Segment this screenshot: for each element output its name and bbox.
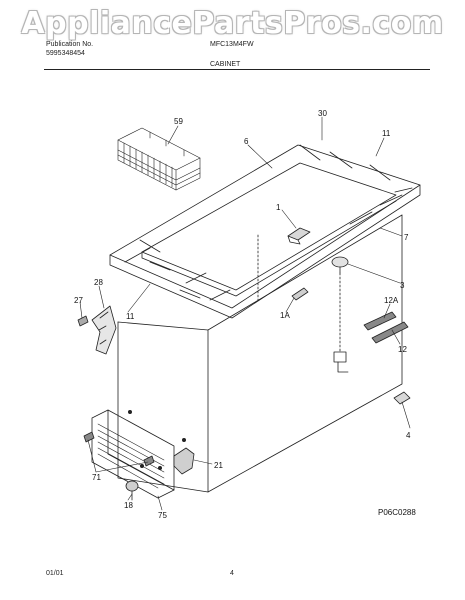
publication-number: 5995348454 [46, 50, 85, 57]
basket [117, 127, 201, 191]
publication-label: Publication No. [46, 41, 94, 48]
part-4-drain-plug [393, 391, 411, 405]
callout-1: 1 [276, 203, 281, 212]
figure-id: P06C0288 [378, 508, 416, 517]
callout-4: 4 [406, 431, 411, 440]
callout-28: 28 [94, 278, 103, 287]
part-18-knob [125, 480, 139, 501]
callout-3: 3 [400, 281, 405, 290]
footer-page-number: 4 [230, 570, 234, 577]
part-3-drain-cap [331, 256, 349, 274]
leader-lines [79, 116, 411, 511]
part-1a-clip [291, 287, 309, 301]
cabinet-body [117, 214, 403, 493]
callout-6: 6 [244, 137, 249, 146]
callout-1a: 1A [280, 311, 290, 320]
callout-18: 18 [124, 501, 133, 510]
callout-7: 7 [404, 233, 409, 242]
part-28-hinge [91, 305, 117, 355]
drain-tube [333, 272, 349, 373]
part-75-grille [91, 409, 186, 499]
part-12-strips [363, 311, 409, 344]
callout-21: 21 [214, 461, 223, 470]
watermark-logo: AppliancePartsPros.com [21, 6, 444, 41]
callout-75: 75 [158, 511, 167, 520]
callout-11-left: 11 [126, 312, 135, 321]
callout-59: 59 [174, 117, 183, 126]
footer-date: 01/01 [46, 570, 64, 577]
callout-12: 12 [398, 345, 407, 354]
model-number: MFC13M4FW [210, 41, 254, 48]
callout-30: 30 [318, 109, 327, 118]
part-71-screws [83, 431, 155, 467]
callout-27: 27 [74, 296, 83, 305]
section-title: CABINET [210, 61, 241, 68]
breaker-strip [109, 144, 421, 319]
callout-71: 71 [92, 473, 101, 482]
callout-11-top: 11 [382, 129, 391, 138]
part-1-fitting [287, 227, 311, 245]
part-21-control [173, 447, 195, 475]
header-rule [44, 69, 430, 70]
part-27-screw [77, 315, 89, 327]
callout-12a: 12A [384, 296, 399, 305]
